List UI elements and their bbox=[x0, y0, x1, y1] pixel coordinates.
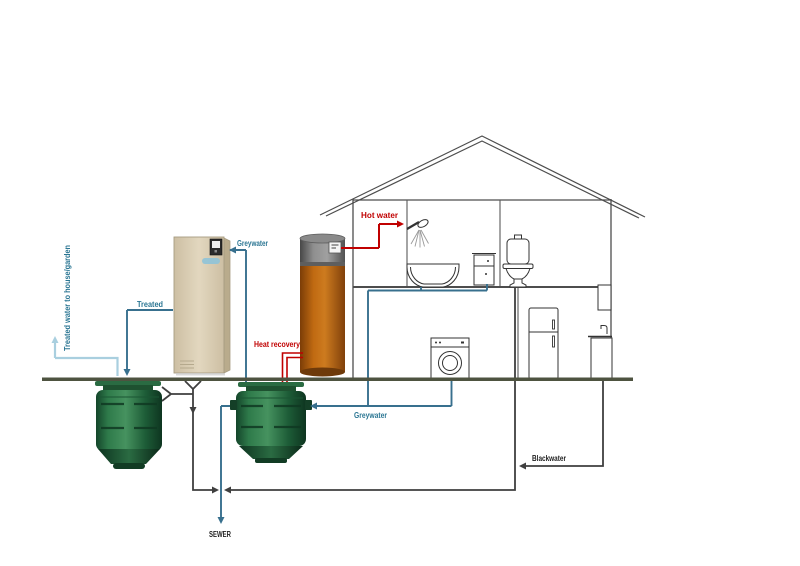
greywater-pipes bbox=[126, 249, 488, 517]
heat-recovery-label: Heat recovery bbox=[254, 339, 300, 349]
roof bbox=[319, 135, 646, 219]
shower-arm bbox=[406, 221, 420, 230]
tank-right-port bbox=[305, 400, 312, 410]
heat-recovery-return-pipe bbox=[286, 356, 303, 384]
sink-drain-pipe bbox=[526, 379, 604, 467]
sewer-down-arrow bbox=[217, 517, 225, 524]
treated-label: Treated bbox=[137, 299, 163, 309]
spray-lines bbox=[410, 229, 429, 248]
unit-logo bbox=[202, 258, 220, 264]
bathtub-icon bbox=[406, 263, 460, 288]
sewer-label: SEWER bbox=[209, 530, 231, 539]
blackwater-label: Blackwater bbox=[532, 454, 566, 463]
vent-y-fitting bbox=[184, 380, 202, 390]
blackwater-sewer-pipes bbox=[161, 287, 604, 491]
door-knob bbox=[485, 273, 487, 275]
hot-water-pipe bbox=[341, 223, 398, 249]
vanity-cabinet-icon bbox=[472, 253, 496, 286]
greywater-to-tank-label: Greywater bbox=[354, 410, 388, 420]
tank-to-unit-pipe bbox=[230, 249, 247, 384]
hot-water-cylinder bbox=[299, 233, 346, 377]
drawer-knob bbox=[487, 260, 489, 262]
branch-right-arrow bbox=[212, 486, 219, 494]
garden-supply-label: Treated water to house/garden bbox=[62, 245, 72, 351]
greywater-collection-tank bbox=[230, 382, 312, 463]
ground-line bbox=[42, 377, 633, 381]
hot-water-arrow bbox=[397, 220, 404, 228]
greywater-to-unit-label: Greywater bbox=[237, 238, 269, 248]
shower-head bbox=[417, 219, 429, 228]
tank-overflow-to-sewer-pipe bbox=[220, 405, 238, 517]
sewer-branch-pipe bbox=[192, 389, 212, 491]
treated-down-arrow bbox=[123, 369, 131, 376]
treated-water-pipe bbox=[126, 309, 173, 370]
house-outline bbox=[319, 135, 646, 378]
greywater-in-arrow bbox=[229, 246, 236, 254]
vent-grille bbox=[180, 360, 194, 369]
greywater-tank-arrow bbox=[310, 402, 317, 410]
kitchen-sink-icon bbox=[588, 325, 613, 380]
treated-water-tank bbox=[95, 381, 162, 469]
labels: Treated water to house/garden Treated Gr… bbox=[62, 210, 566, 539]
hot-water-pipes bbox=[281, 223, 398, 384]
hot-water-label: Hot water bbox=[361, 210, 399, 220]
sink-join-arrow bbox=[519, 462, 526, 470]
tank-left-port bbox=[230, 400, 237, 410]
faucet bbox=[600, 325, 608, 334]
garden-supply-pipe bbox=[53, 342, 119, 376]
blackwater-left-arrow bbox=[224, 486, 231, 494]
blackwater-pipe bbox=[231, 287, 516, 491]
washer-door bbox=[438, 351, 462, 375]
heat-recovery-flow-pipe bbox=[281, 352, 303, 384]
branch-down-arrow bbox=[189, 407, 197, 414]
flow-arrows bbox=[51, 220, 526, 524]
fridge-icon bbox=[528, 307, 559, 380]
greywater-treatment-unit bbox=[173, 236, 231, 376]
garden-up-arrow bbox=[51, 336, 59, 343]
washing-machine-icon bbox=[430, 337, 470, 380]
toilet-icon bbox=[502, 234, 534, 288]
wall-cabinet-icon bbox=[597, 284, 612, 311]
tank-overflow-pipe bbox=[161, 386, 193, 402]
shower-icon bbox=[406, 219, 429, 248]
